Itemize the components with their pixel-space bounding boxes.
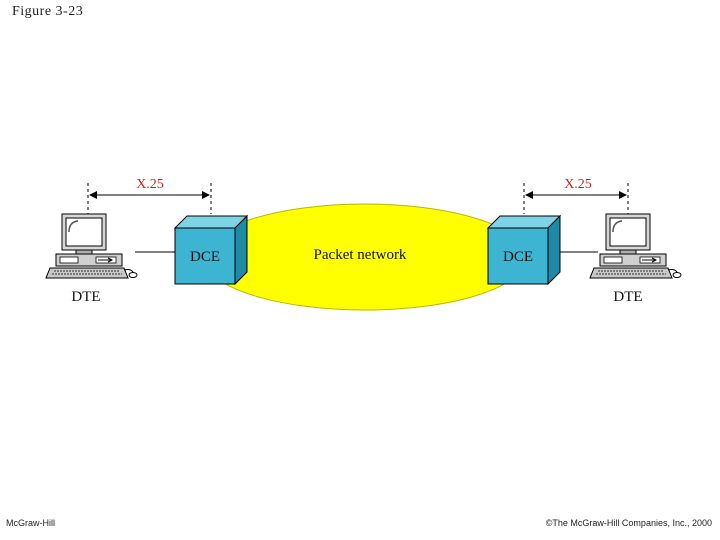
- packet-network-label: Packet network: [314, 247, 407, 263]
- right-dce-label: DCE: [503, 249, 533, 265]
- right-x25-label: X.25: [564, 177, 592, 192]
- left-dce-box: DCE: [173, 214, 249, 286]
- right-dce-box: DCE: [486, 214, 562, 286]
- left-dte-label: DTE: [71, 289, 100, 305]
- right-dte-label: DTE: [613, 289, 642, 305]
- left-dte-computer-icon: [45, 213, 138, 279]
- figure-title: Figure 3-23: [12, 4, 84, 19]
- publisher-footer: McGraw-Hill: [6, 518, 55, 528]
- right-dte-computer-icon: [589, 213, 682, 279]
- copyright-footer: ©The McGraw-Hill Companies, Inc., 2000: [545, 518, 712, 528]
- left-x25-label: X.25: [136, 177, 164, 192]
- left-dce-label: DCE: [190, 249, 220, 265]
